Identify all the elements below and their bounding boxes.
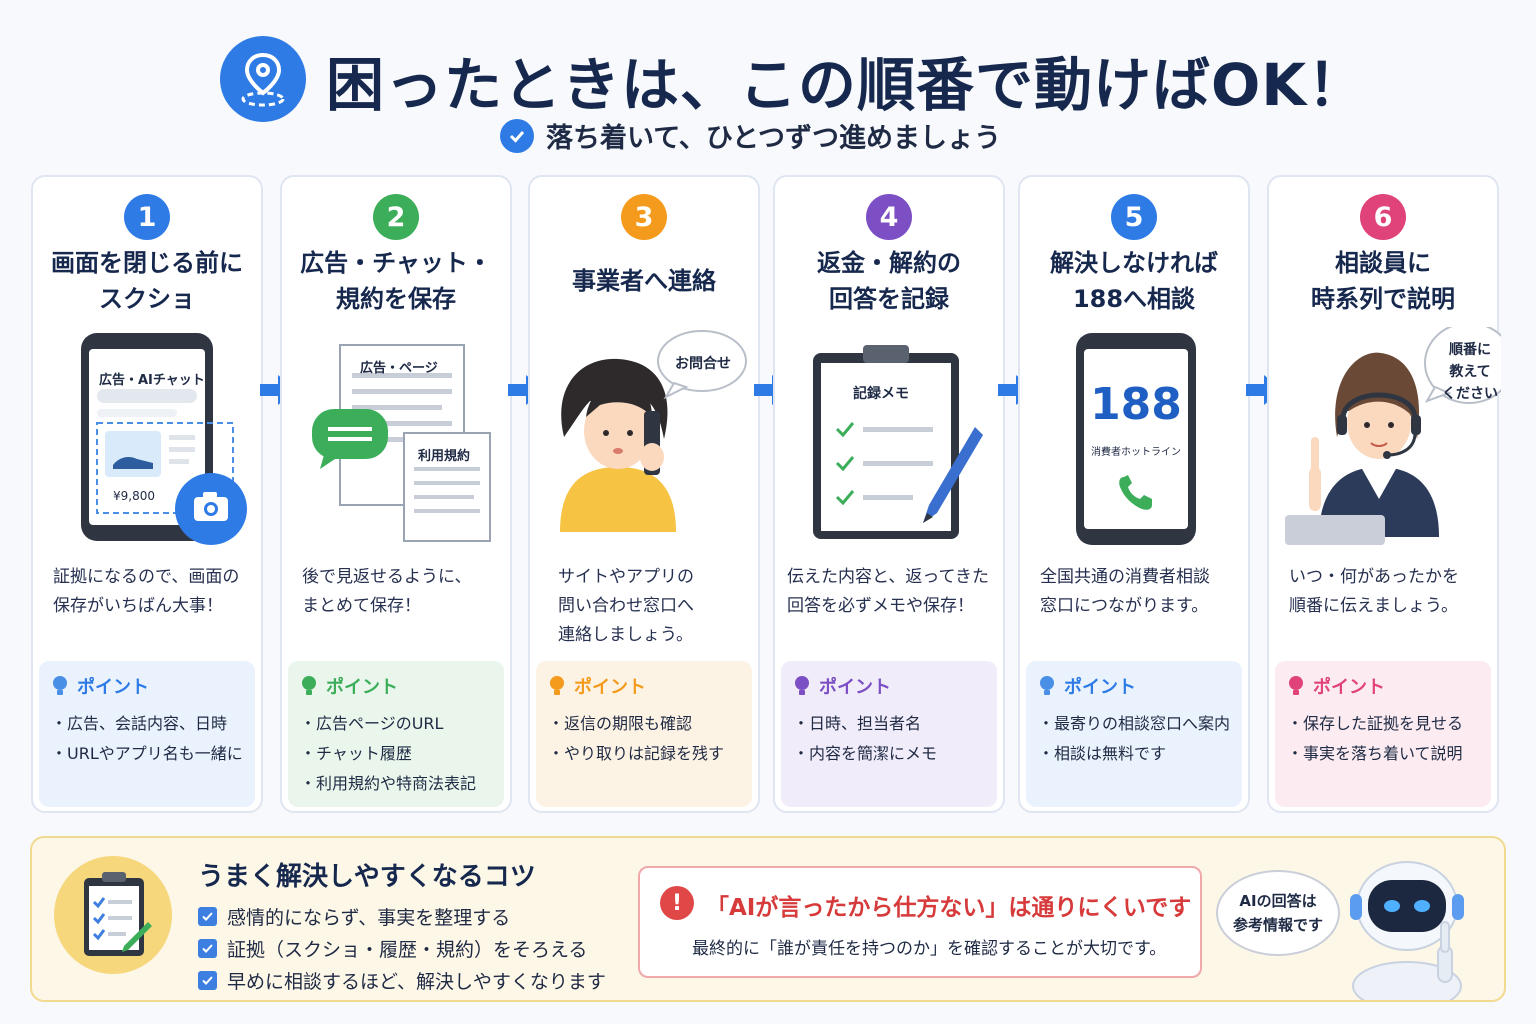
step-number: 5 <box>1111 194 1157 240</box>
warning-text: 最終的に「誰が責任を持つのか」を確認することが大切です。 <box>692 939 1167 959</box>
page-title: 困ったときは、この順番で動けばOK！ <box>326 51 1367 119</box>
point-item: 保存した証拠を見せる <box>1287 709 1479 739</box>
hotline-label: 消費者ホットライン <box>1091 447 1181 458</box>
speech-bubble-text: お問合せ <box>675 356 731 372</box>
step-number: 1 <box>124 194 170 240</box>
point-item: 相談は無料です <box>1038 739 1230 769</box>
step-title: 返金・解約の回答を記録 <box>817 249 961 313</box>
step-description: 後で見返せるように、まとめて保存！ <box>302 567 472 616</box>
step-number: 6 <box>1360 194 1406 240</box>
point-item: チャット履歴 <box>300 739 492 769</box>
step-description: 証拠になるので、画面の保存がいちばん大事！ <box>53 567 240 616</box>
counselor-illustration: 順番に教えてください <box>1269 322 1514 547</box>
checkbox-checked-icon <box>198 938 217 958</box>
checkbox-checked-icon <box>198 906 217 926</box>
exclamation-icon: ! <box>660 886 694 920</box>
point-box: ポイント 保存した証拠を見せる 事実を落ち着いて説明 <box>1275 661 1491 807</box>
step-title: 画面を閉じる前にスクショ <box>51 249 243 313</box>
point-item: 返信の期限も確認 <box>548 709 740 739</box>
step-title: 事業者へ連絡 <box>572 267 716 295</box>
tip-item: 早めに相談するほど、解決しやすくなります <box>198 964 606 996</box>
step-title: 相談員に時系列で説明 <box>1311 249 1455 313</box>
hotline-number: 188 <box>1090 379 1182 430</box>
point-box: ポイント 広告ページのURL チャット履歴 利用規約や特商法表記 <box>288 661 504 807</box>
tips-list: 感情的にならず、事実を整理する 証拠（スクショ・履歴・規約）をそろえる 早めに相… <box>198 900 606 996</box>
speech-bubble-text: 順番に教えてください <box>1442 342 1498 402</box>
documents-illustration: 広告・ページ 利用規約 <box>282 327 514 547</box>
step-description: 全国共通の消費者相談窓口につながります。 <box>1040 567 1210 616</box>
clipboard-checklist-icon <box>54 856 172 974</box>
phone-call-illustration: お問合せ <box>530 327 762 547</box>
step-card-2: 2 広告・チャット・規約を保存 広告・ページ 利用規約 後で見返せるように、まと… <box>280 175 512 813</box>
lightbulb-icon <box>795 676 809 695</box>
point-item: 内容を簡潔にメモ <box>793 739 985 769</box>
step-number: 2 <box>373 194 419 240</box>
lightbulb-icon <box>1289 676 1303 695</box>
warning-box: ! 「AIが言ったから仕方ない」は通りにくいです 最終的に「誰が責任を持つのか」… <box>638 866 1202 978</box>
doc-label: 利用規約 <box>418 449 471 464</box>
step-description: 伝えた内容と、返ってきた回答を必ずメモや保存！ <box>787 567 989 616</box>
warning-title: 「AIが言ったから仕方ない」は通りにくいです <box>706 895 1192 921</box>
step-card-1: 1 画面を閉じる前にスクショ 広告・AIチャット ¥9,800 証拠になるので、… <box>31 175 263 813</box>
step-description: いつ・何があったかを順番に伝えましょう。 <box>1289 567 1459 616</box>
screen-label: 広告・AIチャット <box>99 373 205 388</box>
location-pin-icon <box>220 36 306 122</box>
point-item: 広告ページのURL <box>300 709 492 739</box>
point-item: 最寄りの相談窓口へ案内 <box>1038 709 1230 739</box>
lightbulb-icon <box>53 676 67 695</box>
step-number: 4 <box>866 194 912 240</box>
header: 困ったときは、この順番で動けばOK！ 落ち着いて、ひとつずつ進めましょう <box>0 24 1536 174</box>
point-box: ポイント 返信の期限も確認 やり取りは記録を残す <box>536 661 752 807</box>
tip-item: 感情的にならず、事実を整理する <box>198 900 606 932</box>
lightbulb-icon <box>550 676 564 695</box>
ai-speech-bubble: AIの回答は 参考情報です <box>1216 870 1340 956</box>
point-item: 利用規約や特商法表記 <box>300 769 492 799</box>
step-card-4: 4 返金・解約の回答を記録 記録メモ 伝えた内容と、返ってきた回答を必ずメモや保… <box>773 175 1005 813</box>
memo-label: 記録メモ <box>853 386 909 402</box>
hotline-phone-illustration: 188 消費者ホットライン <box>1020 327 1252 547</box>
step-title: 広告・チャット・規約を保存 <box>300 249 492 313</box>
tips-title: うまく解決しやすくなるコツ <box>198 862 536 892</box>
page-subtitle: 落ち着いて、ひとつずつ進めましょう <box>546 123 1001 154</box>
point-item: 日時、担当者名 <box>793 709 985 739</box>
point-item: やり取りは記録を残す <box>548 739 740 769</box>
robot-icon <box>1350 861 1464 1000</box>
point-item: 広告、会話内容、日時 <box>51 709 243 739</box>
point-box: ポイント 最寄りの相談窓口へ案内 相談は無料です <box>1026 661 1242 807</box>
step-card-3: 3 事業者へ連絡 お問合せ サイトやアプリの問い合わせ窓口へ連絡しましょう。 ポ… <box>528 175 760 813</box>
point-item: URLやアプリ名も一緒に <box>51 739 243 769</box>
step-card-6: 6 相談員に時系列で説明 順番に教えてください いつ・何があった <box>1267 175 1514 813</box>
check-icon <box>500 118 534 153</box>
point-item: 事実を落ち着いて説明 <box>1287 739 1479 769</box>
lightbulb-icon <box>302 676 316 695</box>
step-description: サイトやアプリの問い合わせ窓口へ連絡しましょう。 <box>558 567 694 645</box>
clipboard-memo-illustration: 記録メモ <box>775 327 1007 547</box>
checkbox-checked-icon <box>198 970 217 990</box>
step-number: 3 <box>621 194 667 240</box>
lightbulb-icon <box>1040 676 1054 695</box>
price-label: ¥9,800 <box>113 489 155 503</box>
phone-screenshot-illustration: 広告・AIチャット ¥9,800 <box>33 327 265 547</box>
tips-panel: うまく解決しやすくなるコツ 感情的にならず、事実を整理する 証拠（スクショ・履歴… <box>30 836 1506 1002</box>
doc-label: 広告・ページ <box>360 361 438 376</box>
point-box: ポイント 日時、担当者名 内容を簡潔にメモ <box>781 661 997 807</box>
point-box: ポイント 広告、会話内容、日時 URLやアプリ名も一緒に <box>39 661 255 807</box>
tip-item: 証拠（スクショ・履歴・規約）をそろえる <box>198 932 606 964</box>
